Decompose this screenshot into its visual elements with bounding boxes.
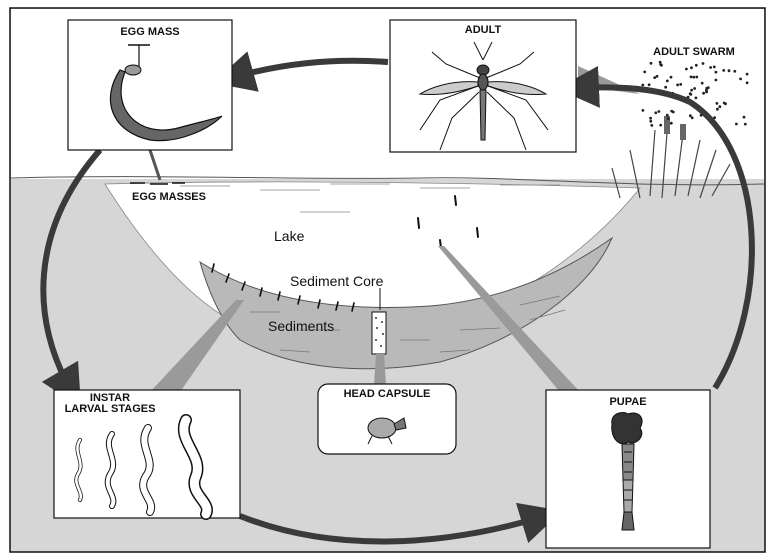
swarm-dot — [659, 61, 662, 64]
swarm-dot — [656, 75, 659, 78]
swarm-dot — [666, 80, 669, 83]
swarm-dot — [693, 87, 696, 90]
swarm-dot — [658, 110, 661, 113]
swarm-dot — [690, 66, 693, 69]
swarm-dot — [670, 110, 673, 113]
sediments-label: Sediments — [268, 318, 334, 334]
swarm-dot — [695, 64, 698, 67]
swarm-dot — [733, 70, 736, 73]
egg-masses-label: EGG MASSES — [132, 191, 206, 203]
swarm-dot — [676, 84, 679, 87]
sediment-core-label: Sediment Core — [290, 273, 384, 289]
swarm-dot — [659, 124, 662, 127]
swarm-dot — [695, 76, 698, 79]
swarm-dot — [707, 86, 710, 89]
swarm-dot — [689, 114, 692, 117]
swarm-dot — [715, 71, 718, 74]
swarm-dot — [746, 73, 749, 76]
swarm-dot — [715, 79, 718, 82]
swarm-dot — [659, 63, 662, 66]
swarm-dot — [654, 111, 657, 114]
swarm-dot — [690, 76, 693, 79]
swarm-dot — [685, 68, 688, 71]
swarm-dot — [709, 66, 712, 69]
swarm-dot — [718, 105, 721, 108]
swarm-dot — [701, 82, 704, 85]
swarm-dot — [643, 71, 646, 74]
swarm-dot — [716, 102, 719, 105]
swarm-dot — [713, 66, 716, 69]
swarm-dot — [702, 92, 705, 95]
swarm-dot — [743, 116, 746, 119]
swarm-dot — [728, 69, 731, 72]
swarm-dot — [641, 84, 644, 87]
adult-swarm-label: ADULT SWARM — [653, 46, 735, 58]
swarm-dot — [689, 92, 692, 95]
swarm-dot — [666, 114, 669, 117]
lake-label: Lake — [274, 228, 305, 244]
swarm-dot — [722, 69, 725, 72]
swarm-dot — [650, 124, 653, 127]
swarm-dot — [670, 76, 673, 79]
swarm-dot — [739, 78, 742, 81]
swarm-dot — [735, 123, 738, 126]
swarm-dot — [648, 83, 651, 86]
swarm-dot — [716, 108, 719, 111]
swarm-dot — [664, 86, 667, 89]
instar-label-line2: LARVAL STAGES — [65, 403, 156, 415]
swarm-dot — [650, 62, 653, 65]
adult-label: ADULT — [465, 24, 502, 36]
swarm-dot — [705, 91, 708, 94]
swarm-dot — [649, 117, 652, 120]
sediment-core — [372, 312, 386, 354]
swarm-dot — [702, 62, 705, 65]
swarm-dot — [692, 76, 695, 79]
egg-mass-label: EGG MASS — [120, 26, 179, 38]
swarm-dot — [746, 81, 749, 84]
swarm-dot — [667, 117, 670, 120]
swarm-dot — [670, 122, 673, 125]
swarm-dot — [690, 89, 693, 92]
swarm-dot — [691, 116, 694, 119]
swarm-dot — [744, 123, 747, 126]
swarm-dot — [695, 97, 698, 100]
head-capsule-label: HEAD CAPSULE — [344, 388, 431, 400]
swarm-dot — [649, 120, 652, 123]
head-capsule-pointer — [374, 354, 386, 385]
swarm-dot — [679, 83, 682, 86]
swarm-dot — [723, 102, 726, 105]
swarm-dot — [642, 109, 645, 112]
pupae-label: PUPAE — [609, 396, 646, 408]
